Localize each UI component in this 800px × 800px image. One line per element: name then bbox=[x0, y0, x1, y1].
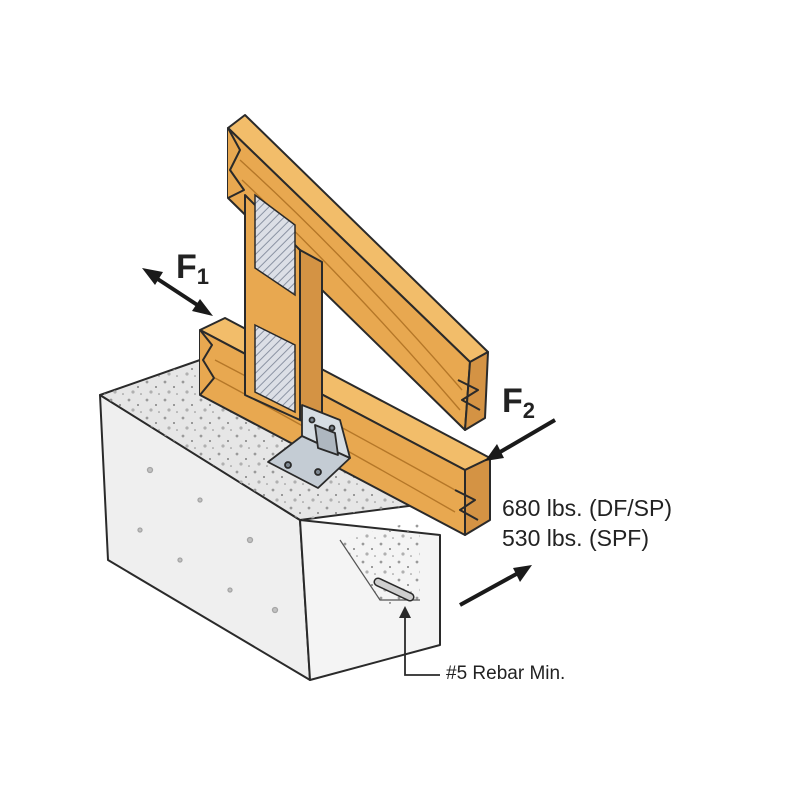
load-value-df-sp: 680 lbs. (DF/SP) bbox=[502, 495, 672, 521]
force-label-f2: F2 bbox=[502, 382, 535, 424]
rebar-label: #5 Rebar Min. bbox=[446, 663, 566, 684]
load-arrow bbox=[459, 565, 532, 607]
f2-arrow bbox=[485, 418, 557, 461]
f2-sub: 2 bbox=[522, 398, 536, 423]
f2-main: F bbox=[502, 382, 523, 420]
rebar-leader bbox=[399, 606, 440, 676]
top-chord bbox=[227, 114, 489, 431]
f1-arrow bbox=[142, 268, 213, 316]
rebar bbox=[373, 577, 415, 602]
gusset-plate-lower bbox=[254, 323, 296, 414]
load-values: 680 lbs. (DF/SP) 530 lbs. (SPF) bbox=[502, 493, 672, 553]
f1-main: F bbox=[176, 248, 197, 286]
gusset-plate-upper bbox=[254, 193, 296, 297]
force-label-f1: F1 bbox=[176, 248, 209, 290]
load-value-spf: 530 lbs. (SPF) bbox=[502, 525, 649, 551]
f1-sub: 1 bbox=[196, 264, 210, 289]
steel-connector bbox=[267, 404, 351, 489]
